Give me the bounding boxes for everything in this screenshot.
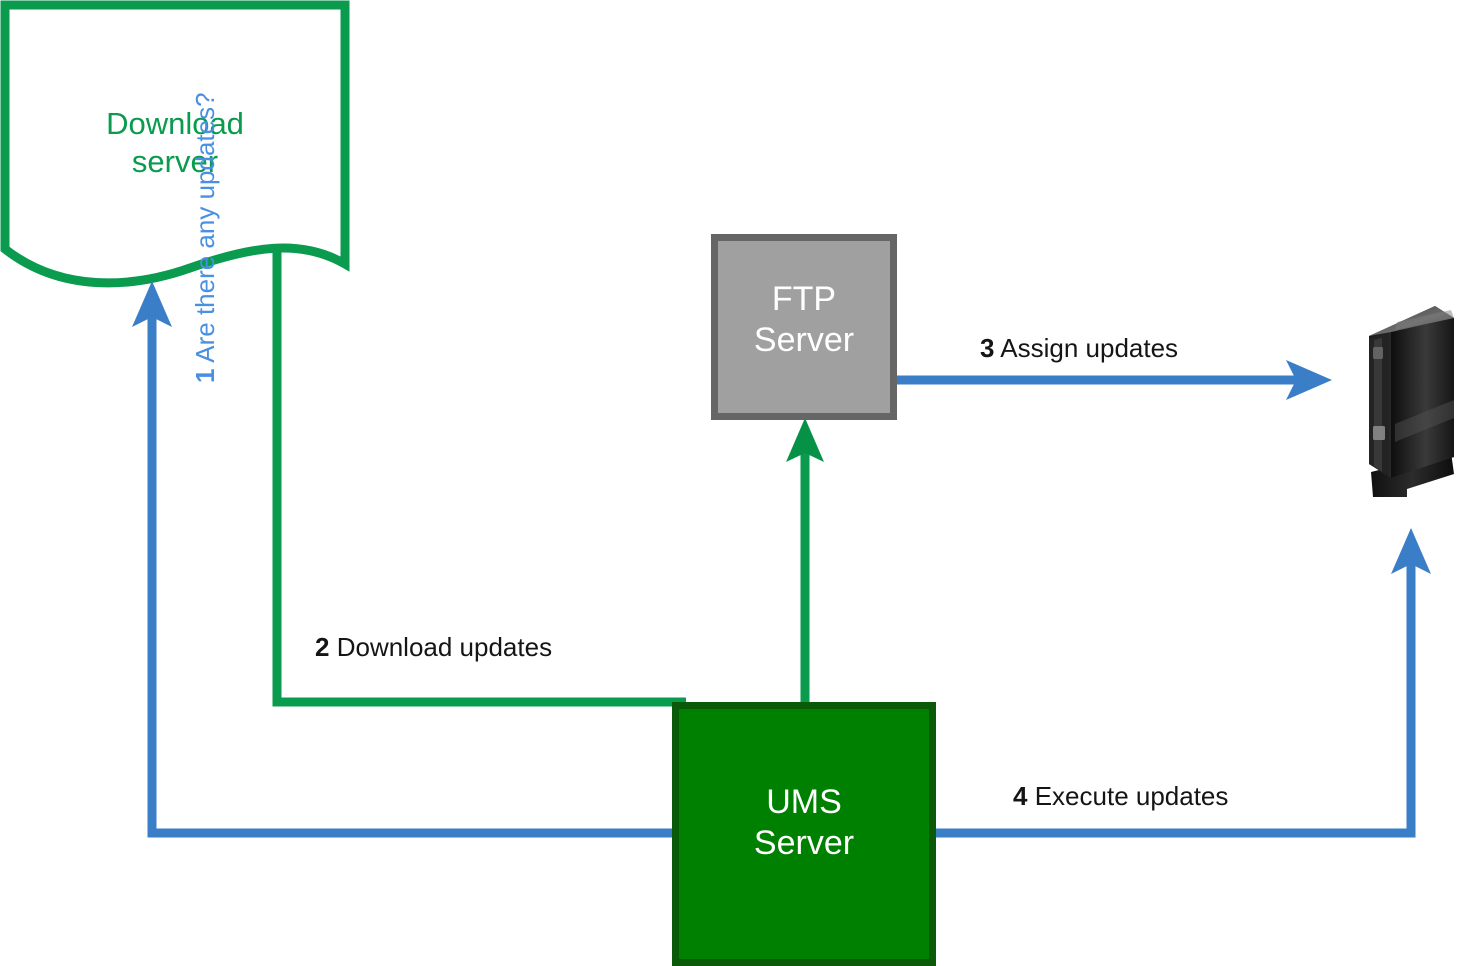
edge-3-assign-updates-connector (897, 360, 1332, 400)
edge-4-execute-updates-connector (936, 528, 1431, 838)
download-server-shape (0, 0, 350, 288)
ums-server-box (672, 702, 936, 966)
ums-to-ftp-connector (786, 418, 824, 702)
thin-client-device-icon (1369, 306, 1454, 497)
ftp-server-box (711, 234, 897, 420)
edge-1-any-updates-connector (132, 281, 686, 838)
edge-2-download-updates-connector (272, 250, 686, 707)
